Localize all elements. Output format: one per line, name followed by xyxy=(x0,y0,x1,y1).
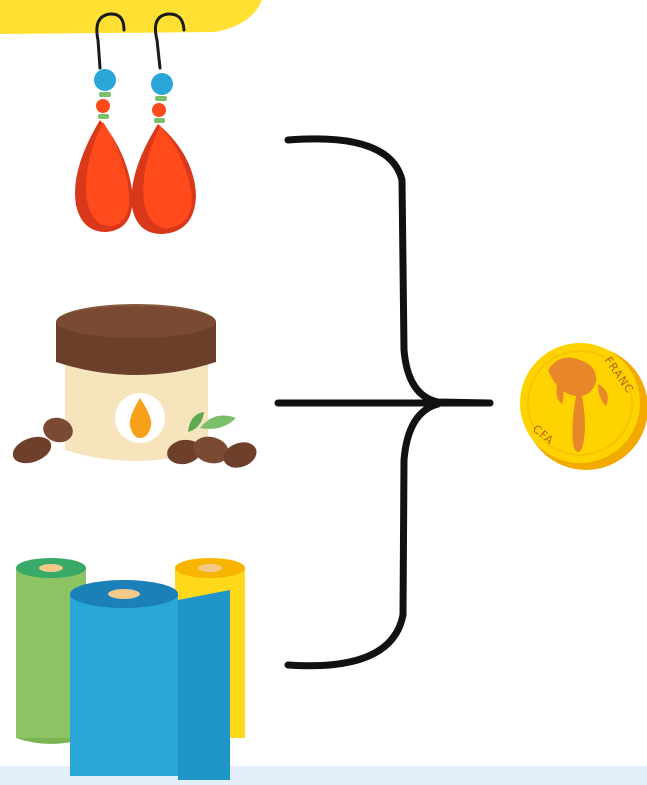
shea-butter-jar-illustration xyxy=(9,304,260,472)
curly-brace-arrow xyxy=(278,139,490,666)
earrings-illustration xyxy=(75,14,196,234)
fabric-rolls-illustration xyxy=(16,558,245,780)
top-banner-shape xyxy=(0,0,262,34)
coin-illustration: FRANC CFA xyxy=(520,343,647,470)
